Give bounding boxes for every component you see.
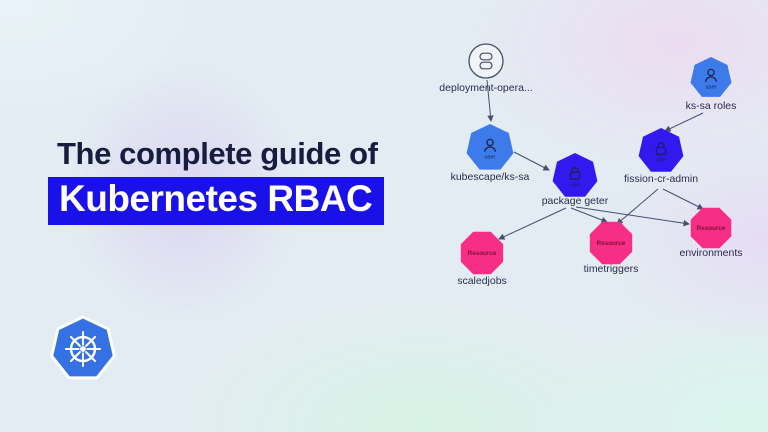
- graph-node-kubescape-ks-sa: user kubescape/ks-sa: [451, 124, 530, 183]
- graph-edge-fission-cr-admin-environments: [662, 188, 704, 210]
- svg-text:Resource: Resource: [697, 225, 726, 232]
- svg-text:role: role: [656, 158, 665, 164]
- svg-text:role: role: [570, 183, 579, 189]
- kubernetes-logo: [48, 314, 118, 384]
- user-icon: [484, 138, 496, 152]
- graph-node-fission-cr-admin: role fission-cr-admin: [624, 128, 698, 185]
- graph-node-scaledjobs: Resource scaledjobs: [457, 231, 507, 287]
- graph-edge-package-geter-timetriggers: [570, 207, 608, 224]
- lock-icon: [655, 142, 667, 155]
- svg-text:Resource: Resource: [597, 240, 626, 247]
- graph-edge-ks-sa-roles-fission-cr-admin: [664, 112, 704, 132]
- svg-text:Resource: Resource: [468, 250, 497, 257]
- svg-text:user: user: [485, 155, 496, 161]
- graph-edge-package-geter-environments: [575, 206, 690, 227]
- graph-node-label: kubescape/ks-sa: [451, 171, 530, 183]
- graph-edge-kubescape-ks-sa-package-geter: [513, 151, 550, 171]
- user-icon: [705, 68, 717, 82]
- graph-node-package-geter: role package geter: [542, 153, 609, 207]
- graph-edge-fission-cr-admin-timetriggers: [616, 188, 659, 225]
- graph-node-label: package geter: [542, 195, 609, 207]
- graph-edge-deployment-operator-kubescape-ks-sa: [486, 79, 494, 122]
- graph-node-label: scaledjobs: [457, 275, 507, 287]
- database-icon: [479, 52, 493, 70]
- graph-node-ks-sa-roles: user ks-sa roles: [686, 57, 737, 112]
- graph-node-deployment-operator: deployment-opera...: [439, 43, 533, 94]
- graph-node-label: fission-cr-admin: [624, 173, 698, 185]
- svg-text:user: user: [706, 85, 717, 91]
- helm-wheel-icon: [50, 315, 116, 380]
- graph-edge-package-geter-scaledjobs: [498, 207, 567, 240]
- page-title-highlight: Kubernetes RBAC: [48, 177, 385, 225]
- graph-node-timetriggers: Resource timetriggers: [584, 221, 639, 275]
- graph-node-environments: Resource environments: [679, 207, 743, 259]
- title-block: The complete guide of Kubernetes RBAC: [48, 136, 385, 225]
- lock-icon: [569, 167, 581, 180]
- graph-node-label: deployment-opera...: [439, 82, 532, 94]
- graph-node-label: environments: [679, 247, 742, 259]
- graph-node-label: ks-sa roles: [686, 100, 737, 112]
- page-title: The complete guide of: [57, 136, 378, 171]
- graph-node-label: timetriggers: [584, 263, 639, 275]
